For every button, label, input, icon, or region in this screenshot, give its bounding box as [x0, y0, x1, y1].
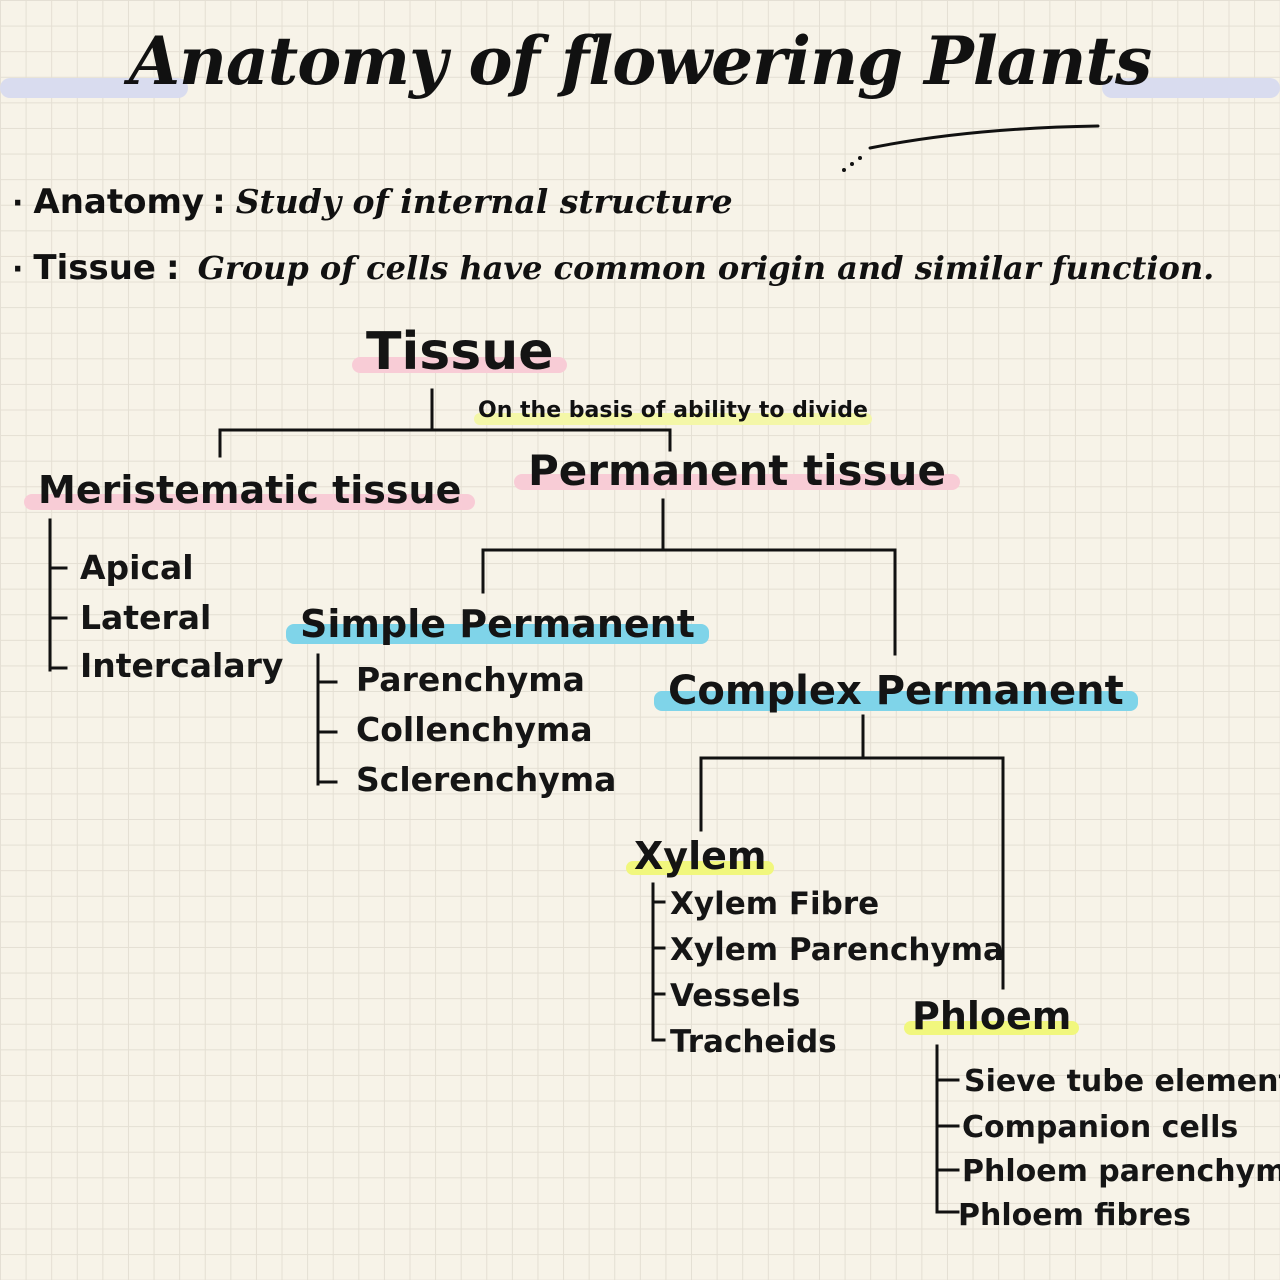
node-label: Phloem — [903, 994, 1080, 1038]
connector-tissue — [218, 388, 672, 458]
basis-note: On the basis of ability to divide — [474, 398, 872, 425]
node-label: Xylem — [625, 834, 775, 878]
node-tissue: Tissue — [351, 322, 569, 382]
definition-text: Study of internal structure — [235, 182, 733, 221]
right-decorative-bar — [1102, 78, 1280, 98]
definition-tissue: ·Tissue:Group of cells have common origi… — [12, 248, 1215, 288]
node-label: Simple Permanent — [286, 602, 709, 646]
connector-simple — [316, 653, 338, 786]
node-complex-permanent: Complex Permanent — [654, 668, 1138, 714]
list-item: Xylem Parenchyma — [670, 932, 1004, 968]
list-item: Lateral — [80, 598, 212, 637]
node-label: Meristematic tissue — [23, 468, 476, 512]
page-title: Anatomy of flowering Plants — [128, 22, 1152, 100]
node-simple-permanent: Simple Permanent — [286, 602, 709, 646]
list-item: Sieve tube elements — [964, 1064, 1280, 1099]
definition-anatomy: ·Anatomy:Study of internal structure — [12, 182, 733, 222]
node-label: Complex Permanent — [654, 668, 1138, 714]
connector-xylem — [651, 882, 666, 1042]
list-item: Tracheids — [670, 1024, 837, 1060]
node-permanent-tissue: Permanent tissue — [514, 446, 960, 495]
list-item: Xylem Fibre — [670, 886, 880, 922]
list-item: Apical — [80, 548, 194, 587]
node-phloem: Phloem — [903, 994, 1080, 1038]
node-label: Permanent tissue — [514, 446, 960, 495]
connector-permanent — [481, 498, 897, 656]
list-item: Companion cells — [962, 1110, 1239, 1145]
definition-separator: : — [166, 248, 180, 288]
connector-phloem — [935, 1044, 960, 1214]
list-item: Intercalary — [80, 646, 284, 685]
list-item: Phloem parenchyma — [962, 1154, 1280, 1189]
left-decorative-bar — [0, 78, 188, 98]
list-item: Sclerenchyma — [356, 760, 617, 799]
definition-separator: : — [212, 182, 226, 222]
node-meristematic-tissue: Meristematic tissue — [23, 468, 476, 512]
node-xylem: Xylem — [625, 834, 775, 878]
list-item: Parenchyma — [356, 660, 585, 699]
connector-meristematic — [48, 518, 68, 672]
list-item: Collenchyma — [356, 710, 593, 749]
list-item: Phloem fibres — [958, 1198, 1191, 1233]
definition-term: Tissue — [33, 248, 156, 288]
title-underline — [842, 124, 1100, 172]
list-item: Vessels — [670, 978, 801, 1014]
connector-complex — [699, 714, 1005, 990]
node-label: Tissue — [351, 322, 569, 382]
definition-text: Group of cells have common origin and si… — [197, 249, 1215, 287]
basis-note-text: On the basis of ability to divide — [474, 398, 872, 425]
definition-term: Anatomy — [33, 182, 205, 222]
